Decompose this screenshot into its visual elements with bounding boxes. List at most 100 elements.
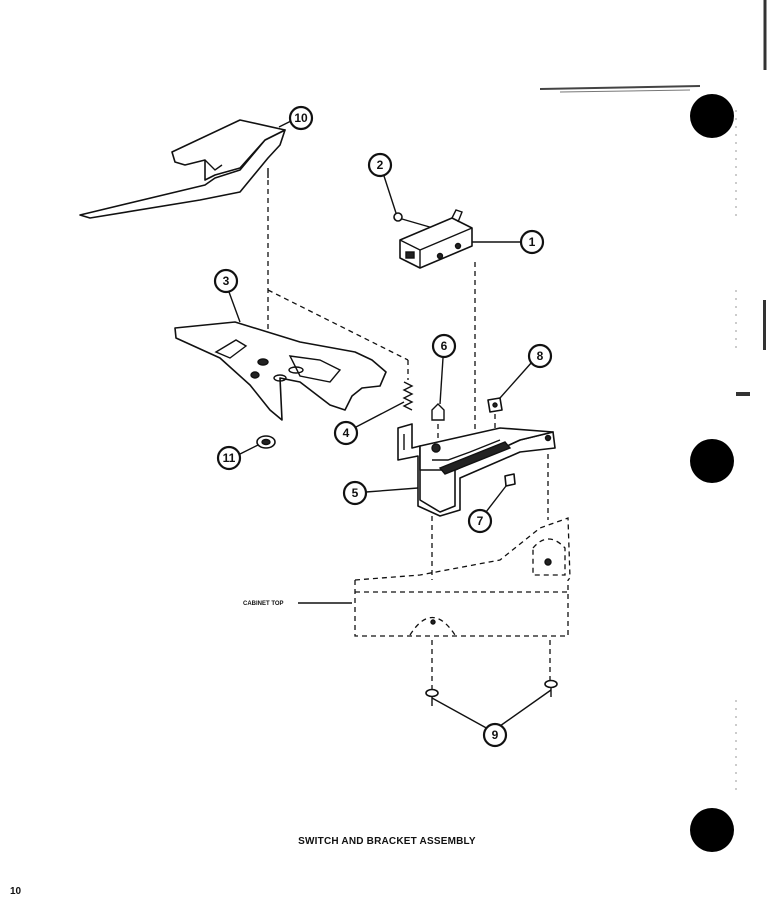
callout-circle [216,445,242,471]
scan-speck [736,392,750,396]
actuator-arm [79,129,286,219]
screw-head [544,679,558,689]
callout-10: 10 [288,105,314,131]
switch-terminal [436,252,444,260]
leader-lines [228,120,552,731]
plate-slot [288,366,304,374]
binder-punch-hole [690,94,734,138]
callout-5: 5 [342,480,368,506]
callout-circle [519,229,545,255]
callout-circle [213,268,239,294]
callout-1: 1 [519,229,545,255]
cabinet-edge [354,517,571,581]
cabinet-edge [354,580,569,637]
plate-hole [250,371,260,379]
part-1-switch [399,209,473,269]
part-6-clip [431,403,445,421]
callout-number: 8 [537,349,544,363]
callout-2: 2 [367,152,393,178]
cabinet-notch [409,617,456,636]
guide-line [267,289,409,361]
leader-9b [499,689,552,727]
leader-5 [365,487,419,493]
callout-11: 11 [216,445,242,471]
leader-7 [485,485,507,513]
leader-4 [355,401,405,428]
binder-punch-hole [690,439,734,483]
leader-10 [278,120,292,128]
leader-11 [239,444,259,455]
switch-terminal [454,242,462,250]
spring-coil [402,381,414,411]
part-10-actuator [79,119,286,219]
clip-body [431,403,445,421]
part-7-clip [504,473,516,487]
callout-number: 10 [294,111,308,125]
scan-artifacts [539,0,767,790]
actuator-slot [204,159,223,171]
diagram-caption: SWITCH AND BRACKET ASSEMBLY [298,836,476,847]
bracket-hole [431,443,441,453]
part-8-nut [487,397,503,413]
callout-4: 4 [333,420,359,446]
plate-tab [214,339,248,359]
callout-number: 6 [441,339,448,353]
cabinet-hole [430,619,436,625]
scan-streak [559,89,691,93]
cabinet-top-label: CABINET TOP [243,601,284,607]
callout-number: 7 [477,514,484,528]
page-number: 10 [10,886,22,897]
callout-9: 9 [482,722,508,748]
scan-speck [763,300,766,350]
leader-3 [228,291,241,323]
callout-circle [342,480,368,506]
screw-head [393,212,403,222]
callout-number: 5 [352,486,359,500]
callout-number: 3 [223,274,230,288]
leader-6 [439,357,444,405]
part-9-screws [425,679,558,706]
callout-circle [527,343,553,369]
callout-number: 1 [529,235,536,249]
bracket-edge [432,439,501,461]
plate-body [174,321,387,421]
callout-circle [333,420,359,446]
callout-6: 6 [431,333,457,359]
binder-punch-hole [690,808,734,852]
cabinet-hole [544,558,552,566]
leader-2 [383,175,397,214]
screw-head [425,688,439,698]
nut-hole [492,402,498,408]
bracket-hole [544,434,552,442]
washer-hole [261,438,271,446]
callout-7: 7 [467,508,493,534]
callout-number: 2 [377,158,384,172]
switch-plunger [451,209,463,223]
cabinet-top-outline [354,454,571,690]
callout-circle [482,722,508,748]
plate-slot [273,374,287,382]
scan-streak [539,85,701,90]
part-3-lever-plate [174,321,387,421]
callout-circle [288,105,314,131]
actuator-head [171,119,286,181]
callout-number: 11 [223,451,236,465]
switch-slot [405,251,415,259]
leader-9a [431,697,491,731]
callout-3: 3 [213,268,239,294]
cabinet-notch [532,538,566,576]
part-11-washer [256,435,276,449]
part-5-bracket [397,423,556,517]
part-4-spring [402,381,414,411]
callout-circle [431,333,457,359]
callout-number: 9 [492,728,499,742]
bracket-slot [438,441,512,475]
plate-hole [257,358,269,366]
leader-8 [499,361,533,399]
callout-circle [367,152,393,178]
callout-number: 4 [343,426,350,440]
clip-body [504,473,516,487]
callout-8: 8 [527,343,553,369]
